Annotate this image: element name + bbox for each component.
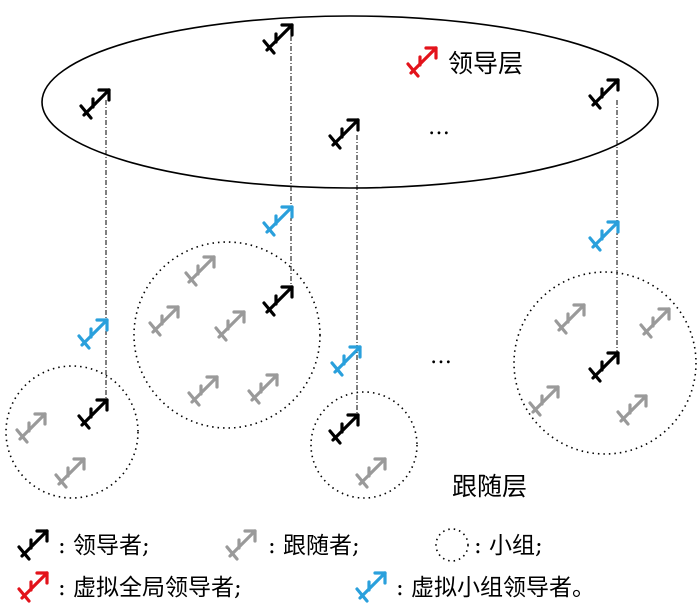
follower-icon: [247, 373, 279, 405]
leader-layer-ellipse: [41, 15, 659, 189]
virtual-group-leader-icon: [330, 345, 362, 377]
leader-icon: [77, 398, 109, 430]
follower-icon: [15, 412, 47, 444]
connector-lines: [105, 36, 618, 420]
virtual-global-leader-icon: [406, 46, 438, 78]
ellipsis-follower-layer: …: [430, 344, 452, 369]
leader-icon: [328, 413, 360, 445]
group-circles: [5, 241, 697, 499]
leader-icon: [328, 118, 360, 150]
group-circle-1: [5, 365, 139, 499]
follower-icon: [214, 310, 246, 342]
leader-icon: [588, 78, 620, 110]
follower-icon: [148, 305, 180, 337]
leader-icon: [588, 351, 620, 383]
follower-layer-label: 跟随层: [452, 472, 527, 501]
legend-virtual-global-leader-label: : 虚拟全局领导者;: [58, 575, 242, 601]
legend-leader-icon: [17, 529, 49, 561]
leader-icon: [79, 88, 111, 120]
virtual-group-leader-icon: [588, 220, 620, 252]
followers: [15, 255, 671, 489]
follower-icon: [184, 255, 216, 287]
group-circle-3: [310, 391, 418, 499]
legend-virtual-group-leader-icon: [355, 571, 387, 603]
legend: : 领导者; : 跟随者; : 小组; : 虚拟全局领导者; : 虚拟小组领导者…: [17, 528, 595, 603]
group-leaders: [77, 285, 620, 445]
leader-layer-agents: [79, 23, 620, 150]
legend-leader-label: : 领导者;: [58, 533, 150, 559]
follower-icon: [187, 375, 219, 407]
group-circle-4: [513, 271, 697, 455]
legend-group-icon: [435, 528, 469, 562]
virtual-group-leader-icon: [262, 205, 294, 237]
virtual-group-leader-icon: [77, 318, 109, 350]
follower-icon: [528, 385, 560, 417]
legend-virtual-global-leader-icon: [17, 571, 49, 603]
legend-virtual-group-leader-label: : 虚拟小组领导者。: [396, 575, 595, 601]
follower-icon: [616, 394, 648, 426]
legend-follower-label: : 跟随者;: [268, 533, 360, 559]
follower-icon: [355, 457, 387, 489]
follower-icon: [54, 457, 86, 489]
ellipsis-leader-layer: …: [428, 115, 450, 140]
follower-icon: [639, 307, 671, 339]
leader-layer-label: 领导层: [448, 49, 523, 78]
legend-group-label: : 小组;: [474, 533, 543, 559]
legend-follower-icon: [225, 529, 257, 561]
virtual-group-leaders: [77, 205, 620, 377]
leader-icon: [262, 23, 294, 55]
leader-icon: [262, 285, 294, 317]
follower-icon: [554, 303, 586, 335]
group-circle-2: [133, 241, 321, 429]
